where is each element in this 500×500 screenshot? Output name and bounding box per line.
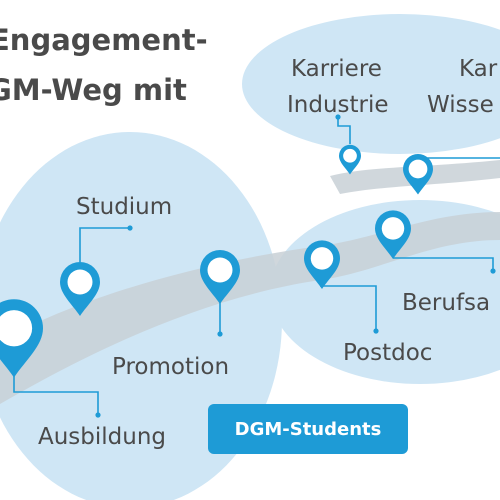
headline-line-2: GM-Weg mit xyxy=(0,73,187,107)
pin-berufs xyxy=(375,210,411,259)
connector-dots xyxy=(95,114,496,418)
career-road xyxy=(0,212,500,404)
label-berufs: Berufsa xyxy=(402,290,491,316)
connector-postdoc xyxy=(320,285,377,330)
label-karriere-industrie-2: Industrie xyxy=(287,92,389,118)
pin-studium xyxy=(60,262,100,316)
pin-ausbildung xyxy=(0,299,44,378)
label-studium: Studium xyxy=(76,194,173,220)
pin-industrie xyxy=(339,144,361,175)
pin-postdoc xyxy=(304,240,340,289)
connector-industrie xyxy=(337,118,351,144)
headline-line-1: Engagement- xyxy=(0,23,208,57)
pin-promotion xyxy=(200,250,240,304)
label-karriere-wissenschaft-1: Kar xyxy=(459,56,498,82)
connector-studium xyxy=(79,227,130,262)
pin-wissenschaft xyxy=(403,154,433,195)
label-karriere-wissenschaft-2: Wisse xyxy=(427,92,494,118)
label-karriere-industrie-1: Karriere xyxy=(291,56,382,82)
label-postdoc: Postdoc xyxy=(343,340,433,366)
top-right-bubble xyxy=(242,14,500,154)
connector-lines xyxy=(13,118,500,414)
dgm-students-badge[interactable]: DGM-Students xyxy=(208,404,408,454)
connector-berufs xyxy=(393,257,494,270)
label-promotion: Promotion xyxy=(112,354,230,380)
label-ausbildung: Ausbildung xyxy=(38,424,167,450)
connector-ausbildung xyxy=(13,376,99,414)
